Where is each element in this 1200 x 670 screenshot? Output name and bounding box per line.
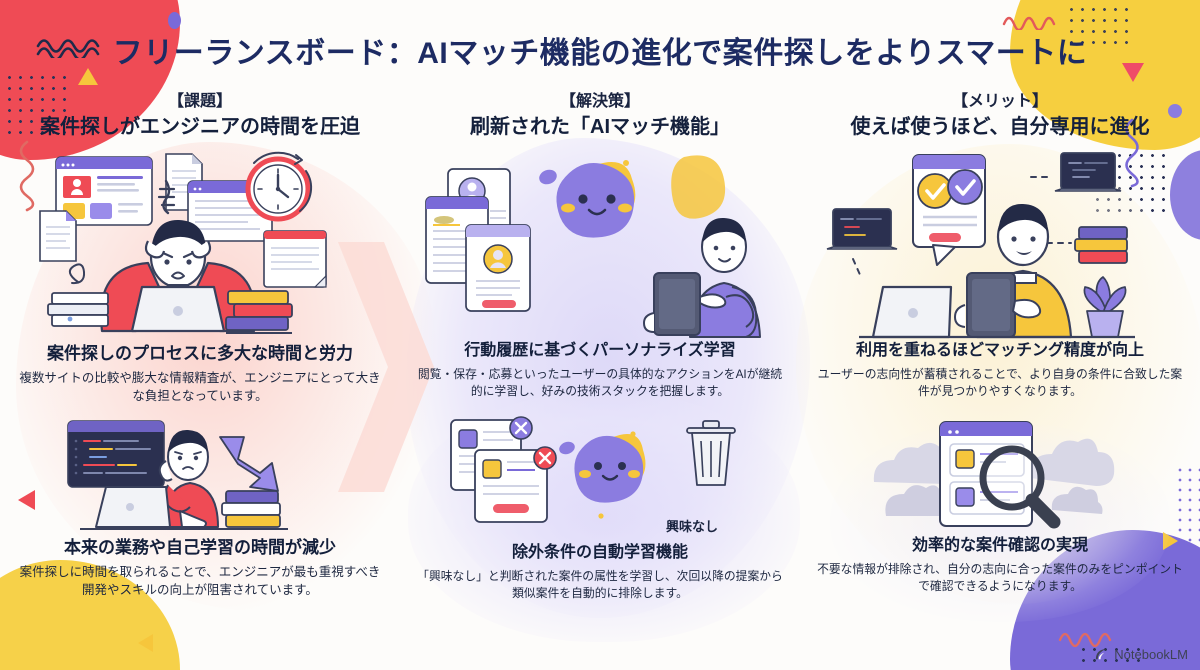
problem-block-1-body: 複数サイトの比較や膨大な情報精査が、エンジニアにとって大きな負担となっています。 [19, 370, 381, 404]
problem-block-1: 案件探しのプロセスに多大な時間と労力 複数サイトの比較や膨大な情報精査が、エンジ… [0, 145, 400, 405]
tired-engineer-declining-arrow-illustration [67, 420, 288, 531]
magnifier-browser-illustration [873, 420, 1115, 529]
merit-block-1-body: ユーザーの志向性が蓄積されることで、より自身の条件に合致した案件が見つかりやすく… [817, 366, 1183, 398]
notebooklm-watermark: NotebookLM [1094, 647, 1188, 662]
decor-purple-dot-small [168, 12, 181, 29]
solution-block-2-caption: 除外条件の自動学習機能 「興味なし」と判断された案件の属性を学習し、次回以降の提… [400, 543, 800, 602]
problem-block-2-heading: 本来の業務や自己学習の時間が減少 [64, 538, 336, 558]
columns-container: 【課題】 案件探しがエンジニアの時間を圧迫 [0, 92, 1200, 652]
problem-block-2: 本来の業務や自己学習の時間が減少 案件探しに時間を取られることで、エンジニアが最… [0, 415, 400, 599]
solution-block-1-heading: 行動履歴に基づくパーソナライズ学習 [464, 341, 736, 359]
decor-red-wave-top-right [1002, 16, 1056, 30]
merit-block-1-heading: 利用を重ねるほどマッチング精度が向上 [855, 341, 1144, 359]
exclusion-learning-illustration [450, 415, 736, 523]
happy-engineer-matching-illustration [826, 151, 1135, 338]
column-problem-kicker: 【課題】 [167, 93, 232, 110]
column-problem-header: 【課題】 案件探しがエンジニアの時間を圧迫 [0, 92, 400, 141]
merit-block-2: 効率的な案件確認の実現 不要な情報が排除され、自分の志向に合った案件のみをピンポ… [800, 412, 1200, 595]
column-merit-kicker: 【メリット】 [951, 93, 1048, 110]
stressed-engineer-illustration [39, 151, 327, 334]
merit-block-1-caption: 利用を重ねるほどマッチング精度が向上 ユーザーの志向性が蓄積されることで、より自… [800, 341, 1200, 400]
problem-block-1-caption: 案件探しのプロセスに多大な時間と労力 複数サイトの比較や膨大な情報精査が、エンジ… [0, 343, 400, 405]
column-merit-header: 【メリット】 使えば使うほど、自分専用に進化 [800, 92, 1200, 141]
solution-block-1-caption: 行動履歴に基づくパーソナライズ学習 閲覧・保存・応募といったユーザーの具体的なア… [400, 341, 800, 400]
problem-block-1-heading: 案件探しのプロセスに多大な時間と労力 [47, 343, 353, 363]
notebooklm-label: NotebookLM [1114, 647, 1188, 662]
problem-block-2-body: 案件探しに時間を取られることで、エンジニアが最も重視すべき開発やスキルの向上が阻… [19, 565, 381, 598]
column-problem: 【課題】 案件探しがエンジニアの時間を圧迫 [0, 92, 436, 652]
trash-icon [686, 419, 736, 486]
solution-block-2: 興味なし 除外条件の自動学習機能 「興味なし」と判断された案件の属性を学習し、次… [400, 408, 800, 602]
solution-block-1: 行動履歴に基づくパーソナライズ学習 閲覧・保存・応募といったユーザーの具体的なア… [400, 147, 800, 400]
column-merit-title: 使えば使うほど、自分専用に進化 [850, 115, 1150, 138]
solution-block-1-body: 閲覧・保存・応募といったユーザーの具体的なアクションをAIが継続的に学習し、好み… [417, 366, 783, 398]
merit-block-2-caption: 効率的な案件確認の実現 不要な情報が排除され、自分の志向に合った案件のみをピンポ… [800, 536, 1200, 595]
merit-block-2-body: 不要な情報が排除され、自分の志向に合った案件のみをピンポイントで確認できるように… [817, 561, 1183, 593]
column-solution-title: 刷新された「AIマッチ機能」 [470, 115, 730, 138]
solution-block-2-heading: 除外条件の自動学習機能 [511, 543, 688, 561]
merit-block-1: 利用を重ねるほどマッチング精度が向上 ユーザーの志向性が蓄積されることで、より自… [800, 145, 1200, 400]
notebooklm-icon [1096, 648, 1107, 660]
page-title: フリーランスボード：AIマッチ機能の進化で案件探しをよりスマートに [112, 37, 1088, 70]
problem-block-2-caption: 本来の業務や自己学習の時間が減少 案件探しに時間を取られることで、エンジニアが最… [0, 537, 400, 599]
column-problem-title: 案件探しがエンジニアの時間を圧迫 [40, 115, 360, 138]
column-solution-header: 【解決策】 刷新された「AIマッチ機能」 [400, 92, 800, 141]
solution-block-2-body: 「興味なし」と判断された案件の属性を学習し、次回以降の提案から類似案件を自動的に… [417, 568, 783, 600]
column-solution-kicker: 【解決策】 [559, 93, 640, 110]
ai-mascot-personalization-illustration [425, 155, 761, 338]
merit-block-2-heading: 効率的な案件確認の実現 [911, 536, 1088, 554]
trash-not-interested-label: 興味なし [665, 518, 718, 534]
column-solution: 【解決策】 刷新された「AIマッチ機能」 [400, 92, 810, 652]
column-merit: 【メリット】 使えば使うほど、自分専用に進化 [796, 92, 1200, 652]
